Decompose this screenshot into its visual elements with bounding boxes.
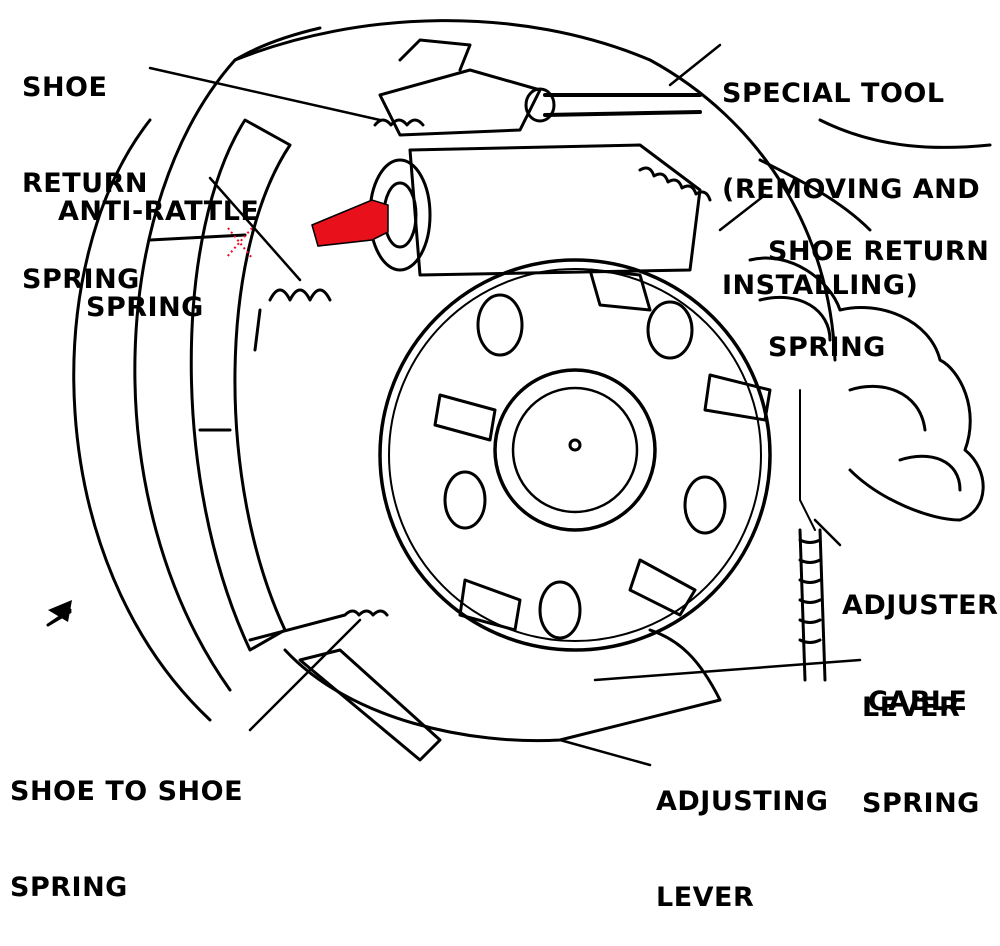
label-special-tool: SPECIAL TOOL (REMOVING AND INSTALLING) xyxy=(722,78,981,301)
lug-studs xyxy=(433,268,772,632)
lever-spring-coil xyxy=(798,528,827,682)
anti-rattle-spring-coil xyxy=(253,288,332,352)
anchor-bracket xyxy=(378,68,542,137)
bottom-shoe xyxy=(283,628,722,743)
hand-outline xyxy=(748,256,985,522)
leader-lines xyxy=(148,43,862,767)
shoe-to-shoe-spring-coil xyxy=(248,609,389,642)
left-brake-shoe xyxy=(189,118,292,652)
label-adjusting-lever: ADJUSTING LEVER xyxy=(656,786,829,913)
label-anti-rattle-spring: ANTI-RATTLE SPRING xyxy=(58,196,260,323)
adjuster-cable xyxy=(799,389,816,531)
backing-plate-inner-arc xyxy=(133,58,237,692)
shoe-return-spring-right-coil xyxy=(638,166,712,202)
label-shoe-return-spring-left: SHOE RETURN SPRING xyxy=(22,72,148,295)
backing-plate-top-arc xyxy=(233,19,652,62)
label-shoe-to-shoe-spring: SHOE TO SHOE SPRING xyxy=(10,776,244,903)
brake-diagram: SHOE RETURN SPRING ANTI-RATTLE SPRING SP… xyxy=(10,19,999,913)
label-shoe-return-spring-right: SHOE RETURN SPRING xyxy=(768,236,990,363)
wheel-cylinder xyxy=(408,143,702,277)
highlighted-pin xyxy=(311,199,389,247)
brake-assembly-illustration xyxy=(46,19,992,767)
hub-center-bore xyxy=(493,368,657,532)
shoe-return-spring-left-coil xyxy=(373,118,425,127)
backing-plate-right-arc xyxy=(648,58,837,362)
label-lever-spring: LEVER SPRING xyxy=(862,692,980,819)
backing-plate-outer-arc xyxy=(72,118,212,722)
hub-flange xyxy=(378,258,772,652)
label-adjuster-cable: ADJUSTER CABLE xyxy=(842,590,999,717)
red-cross-mark xyxy=(225,227,253,259)
